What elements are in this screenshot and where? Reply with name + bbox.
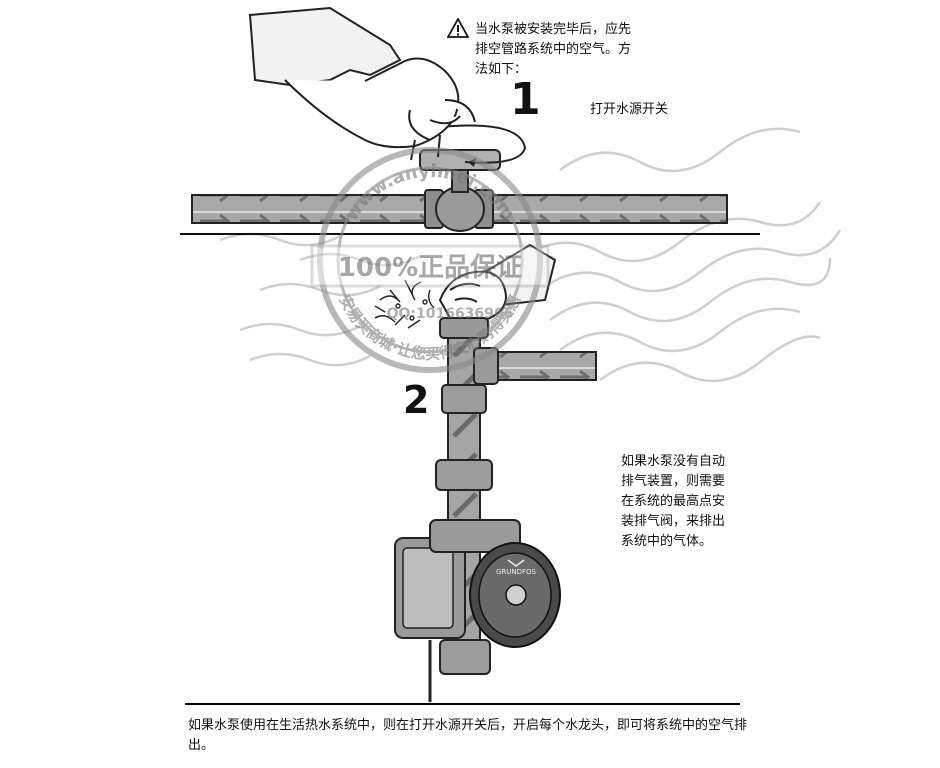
step-1-caption: 打开水源开关 <box>590 102 669 117</box>
step-2-number: 2 <box>403 378 430 422</box>
branch-pipe <box>473 347 597 385</box>
watermark-stamp: www.anyimei.com 100%正品保证 QQ:1016636966 安… <box>310 147 550 373</box>
step-1-number: 1 <box>510 74 541 125</box>
water-splash <box>374 279 435 329</box>
pump: GRUNDFOS <box>394 519 561 702</box>
hand-top <box>248 6 476 161</box>
pump-brand-label: GRUNDFOS <box>496 568 537 576</box>
warning-text: 当水泵被安装完毕后，应先排空管路系统中的空气。方法如下： <box>475 22 632 77</box>
watermark-center-text: 100%正品保证 <box>338 253 522 283</box>
bottom-note: 如果水泵使用在生活热水系统中，则在打开水源开关后，开启每个水龙头，即可将系统中的… <box>188 718 748 753</box>
warning-note: 当水泵被安装完毕后，应先排空管路系统中的空气。方法如下： <box>446 17 632 80</box>
watermark-sub-text: QQ:1016636966 <box>387 306 514 322</box>
divider <box>185 703 740 705</box>
auto-vent-note: 如果水泵没有自动排气装置，则需要在系统的最高点安装排气阀，来排出系统中的气体。 <box>621 454 726 549</box>
warning-triangle-icon <box>446 17 470 80</box>
